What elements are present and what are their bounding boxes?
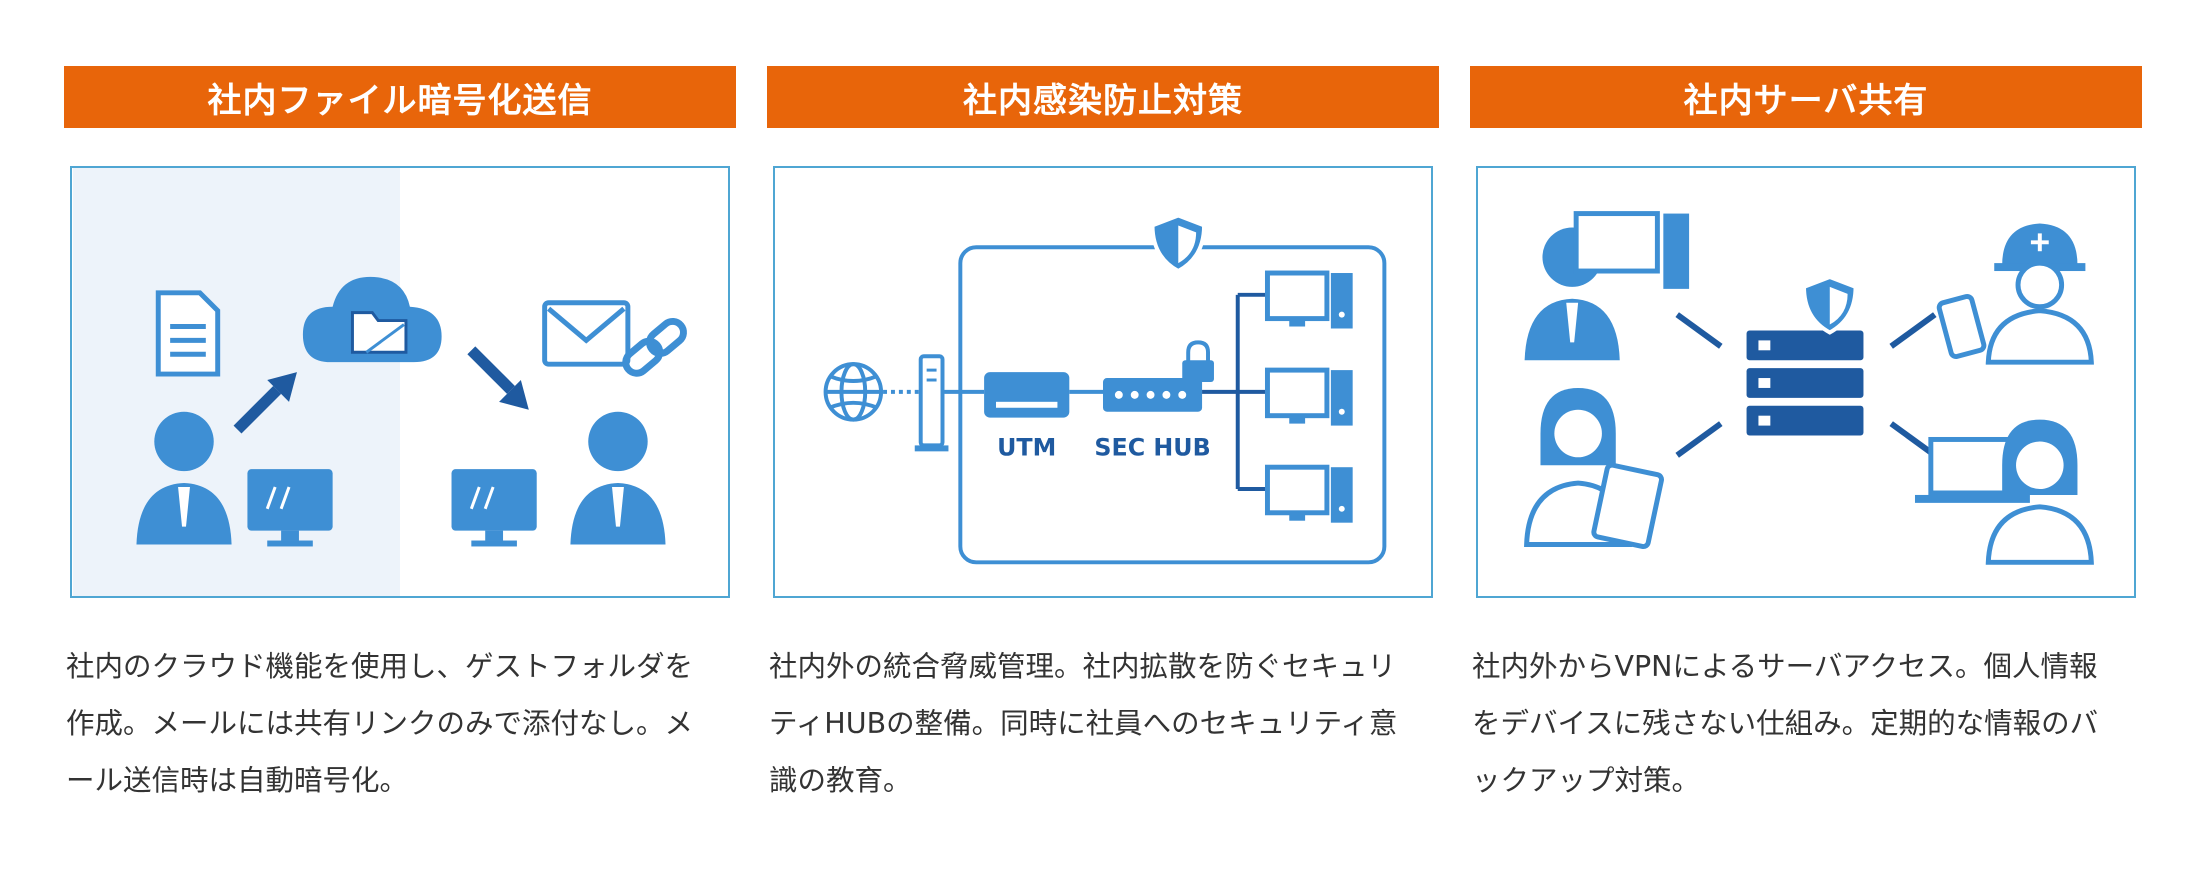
desc-line: 作成。メールには共有リンクのみで添付なし。メ — [66, 707, 694, 740]
user-icon — [136, 411, 232, 545]
desc-line: をデバイスに残さない仕組み。定期的な情報のバ — [1472, 707, 2099, 740]
card-description: 社内外の統合脅威管理。社内拡散を防ぐセキュリ ティHUBの整備。同時に社員へのセ… — [769, 638, 1437, 809]
desc-line: ール送信時は自動暗号化。 — [66, 764, 409, 797]
file-encryption-diagram — [73, 168, 687, 596]
user-icon — [570, 411, 666, 545]
monitor-icon — [247, 469, 333, 547]
desc-line: ティHUBの整備。同時に社員へのセキュリティ意 — [769, 707, 1398, 740]
cloud-folder-icon — [302, 276, 442, 363]
monitor-icon — [1573, 211, 1690, 289]
server-icon — [1746, 330, 1864, 436]
tablet-icon — [1591, 462, 1664, 550]
shield-icon — [1802, 274, 1858, 335]
server-sharing-diagram — [1524, 211, 2094, 565]
illustration-server-sharing — [1476, 166, 2136, 598]
pc-icon — [1264, 367, 1353, 426]
card-server-sharing: 社内サーバ共有 — [1470, 66, 2142, 809]
document-icon — [155, 290, 221, 377]
illustration-file-encryption — [70, 166, 730, 598]
mail-icon — [542, 300, 631, 367]
pc-icon — [1264, 270, 1353, 329]
card-title: 社内ファイル暗号化送信 — [64, 66, 736, 128]
card-title: 社内感染防止対策 — [767, 66, 1439, 128]
network-security-diagram: UTM SEC HUB — [823, 213, 1387, 565]
desc-line: 識の教育。 — [769, 764, 912, 797]
laptop-icon — [1914, 436, 2030, 503]
phone-icon — [1936, 294, 1987, 360]
arrow-icon — [233, 372, 297, 434]
arrow-icon — [1675, 312, 1937, 458]
card-description: 社内のクラウド機能を使用し、ゲストフォルダを 作成。メールには共有リンクのみで添… — [66, 638, 734, 809]
desc-line: 社内のクラウド機能を使用し、ゲストフォルダを — [66, 650, 694, 683]
illustration-infection-prevention: UTM SEC HUB — [773, 166, 1433, 598]
card-file-encryption: 社内ファイル暗号化送信 — [64, 66, 736, 809]
pc-icon — [1264, 464, 1353, 523]
globe-icon — [823, 362, 884, 422]
card-title: 社内サーバ共有 — [1470, 66, 2142, 128]
link-icon — [622, 317, 687, 377]
monitor-icon — [451, 469, 537, 547]
router-icon — [914, 354, 949, 452]
sec-hub-icon — [1103, 378, 1203, 412]
user-icon — [1985, 419, 2094, 565]
utm-label: UTM — [997, 433, 1056, 461]
shield-icon — [1150, 213, 1207, 274]
card-infection-prevention: 社内感染防止対策 — [767, 66, 1439, 809]
desc-line: 社内外からVPNによるサーバアクセス。個人情報 — [1472, 650, 2098, 683]
desc-line: ックアップ対策。 — [1472, 764, 1701, 797]
lock-icon — [1182, 340, 1214, 382]
utm-device-icon — [984, 372, 1070, 418]
feature-cards: 社内ファイル暗号化送信 — [64, 66, 2142, 809]
arrow-icon — [467, 346, 529, 410]
sec-hub-label: SEC HUB — [1094, 433, 1210, 461]
card-description: 社内外からVPNによるサーバアクセス。個人情報 をデバイスに残さない仕組み。定期… — [1472, 638, 2140, 809]
worker-icon — [1985, 223, 2094, 365]
desc-line: 社内外の統合脅威管理。社内拡散を防ぐセキュリ — [769, 650, 1397, 683]
